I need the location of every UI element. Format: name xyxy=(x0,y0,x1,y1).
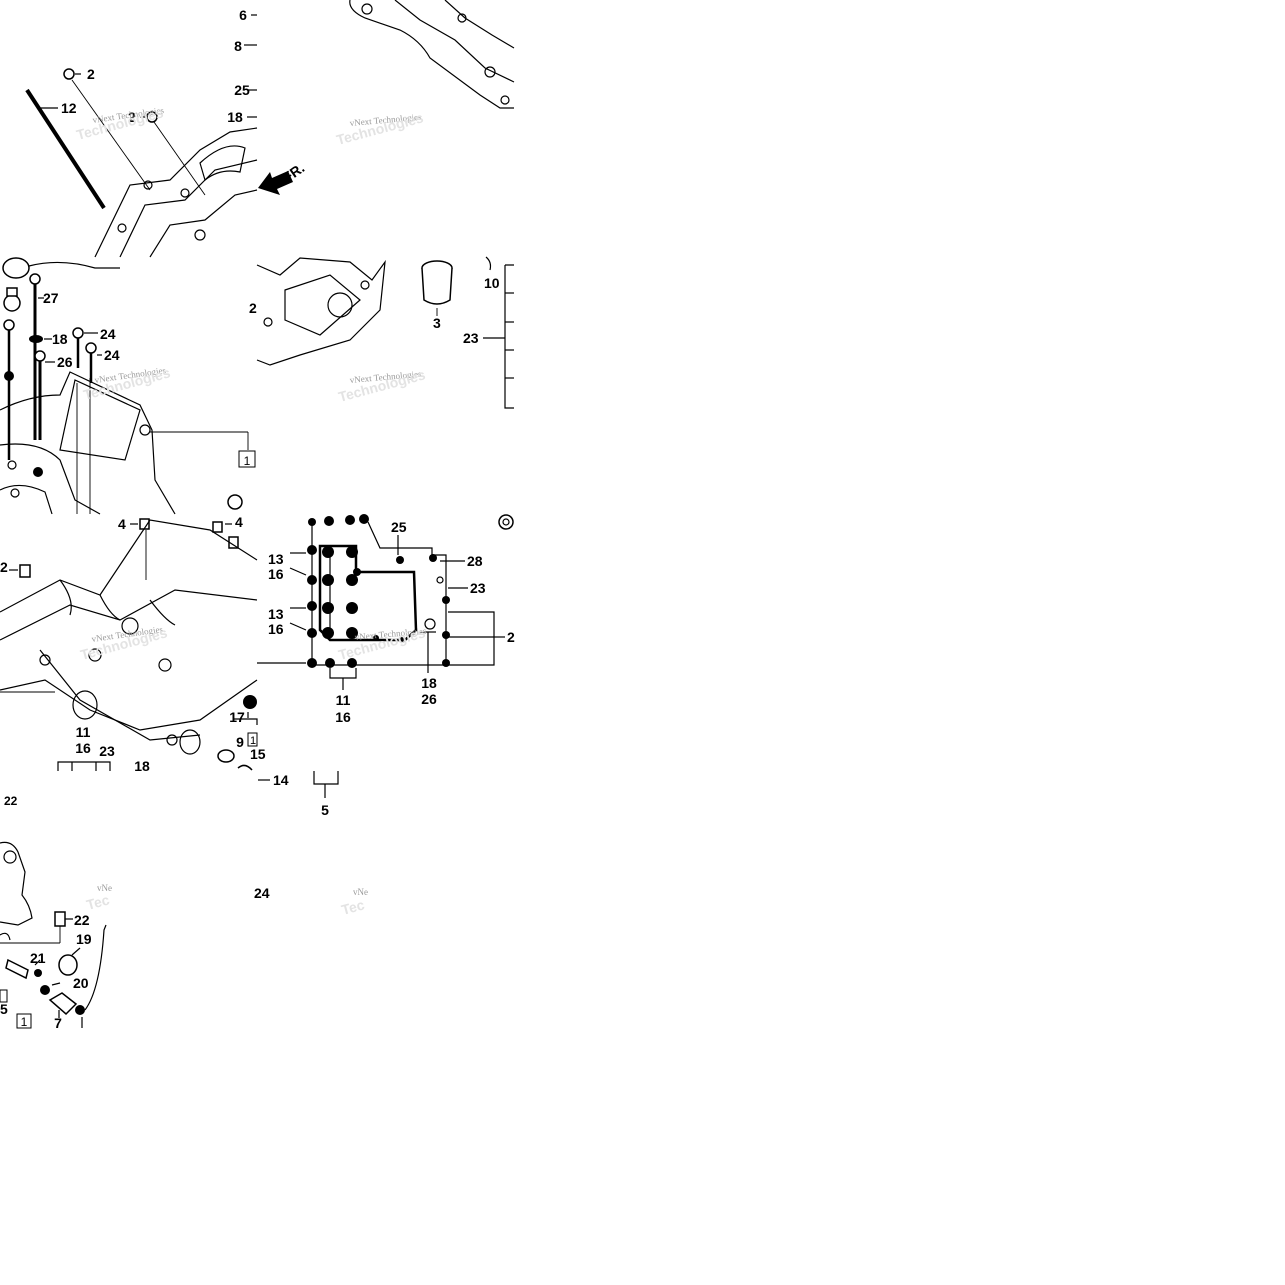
callout-15: 15 xyxy=(250,746,266,762)
callout-6: 6 xyxy=(239,7,247,23)
callout-25: 25 xyxy=(234,82,250,98)
callout-21: 21 xyxy=(30,950,46,966)
callout-17: 17 xyxy=(229,709,245,725)
callout-28: 28 xyxy=(467,553,483,569)
callout-13a: 13 xyxy=(268,551,284,567)
callout-2: 2 xyxy=(249,300,257,316)
tile-crankcase-upper: 6 8 25 18 2 2 12 FR. vNext Technologies … xyxy=(25,7,307,258)
callout-4b: 4 xyxy=(235,514,243,530)
callout-18: 18 xyxy=(421,675,437,691)
callout-5: 5 xyxy=(0,1001,8,1017)
callout-27: 27 xyxy=(43,290,59,306)
callout-2: 2 xyxy=(0,559,8,575)
callout-7: 7 xyxy=(54,1015,62,1031)
callout-16: 16 xyxy=(75,740,91,756)
callout-19: 19 xyxy=(76,931,92,947)
callout-14: 14 xyxy=(273,772,289,788)
callout-1-boxed: 1 xyxy=(250,735,256,747)
tile-oil-pan-bolt-pattern: 13 16 13 16 25 28 23 2 11 16 18 26 5 vNe… xyxy=(257,514,515,818)
callout-25: 25 xyxy=(391,519,407,535)
tile-crankcase-bolts: 27 18 24 24 26 1 vNext Technologies Tech… xyxy=(0,257,256,515)
tile-crankcase-lower: 4 4 2 11 16 23 18 17 9 1 15 14 vNext Tec… xyxy=(0,494,289,788)
callout-9: 9 xyxy=(236,734,244,750)
callout-16b: 16 xyxy=(268,621,284,637)
callout-11: 11 xyxy=(76,724,91,740)
watermark-fragment: vNe xyxy=(353,887,368,897)
watermark-fragment: vNe xyxy=(97,883,112,893)
tile-oil-filter: 10 3 23 2 vNext Technologies Technologie… xyxy=(249,256,514,409)
callout-8: 8 xyxy=(234,38,242,54)
callout-13b: 13 xyxy=(268,606,284,622)
callout-22: 22 xyxy=(74,912,90,928)
callout-18: 18 xyxy=(134,758,150,774)
callout-20: 20 xyxy=(73,975,89,991)
callout-24: 24 xyxy=(254,885,270,901)
callout-12: 12 xyxy=(61,100,77,116)
watermark-echo-fragment: Tec xyxy=(85,891,112,912)
watermark-echo: Technologies xyxy=(75,104,166,143)
tile-oil-pressure-switch: 22 22 19 21 20 7 5 1 vNe Tec xyxy=(0,794,112,1031)
callout-26: 26 xyxy=(421,691,437,707)
tile-fragment: 24 vNe Tec xyxy=(254,885,368,918)
tile-crankcase-upper-right: vNext Technologies Technologies xyxy=(335,0,515,148)
callout-16: 16 xyxy=(335,709,351,725)
callout-2a: 2 xyxy=(87,66,95,82)
callout-24a: 24 xyxy=(100,326,116,342)
callout-1-boxed: 1 xyxy=(244,454,251,468)
callout-4a: 4 xyxy=(118,516,126,532)
callout-1-boxed: 1 xyxy=(21,1015,28,1029)
callout-24b: 24 xyxy=(104,347,120,363)
callout-26: 26 xyxy=(57,354,73,370)
watermark-echo-fragment: Tec xyxy=(340,896,367,917)
callout-3: 3 xyxy=(433,315,441,331)
callout-16a: 16 xyxy=(268,566,284,582)
callout-18: 18 xyxy=(227,109,243,125)
callout-23: 23 xyxy=(463,330,479,346)
callout-5: 5 xyxy=(321,802,329,818)
callout-22-top: 22 xyxy=(4,794,18,808)
callout-23: 23 xyxy=(99,743,115,759)
callout-18: 18 xyxy=(52,331,68,347)
callout-2b: 2 xyxy=(128,109,136,125)
callout-11: 11 xyxy=(336,692,351,708)
callout-23: 23 xyxy=(470,580,486,596)
callout-2: 2 xyxy=(507,629,515,645)
callout-10: 10 xyxy=(484,275,500,291)
